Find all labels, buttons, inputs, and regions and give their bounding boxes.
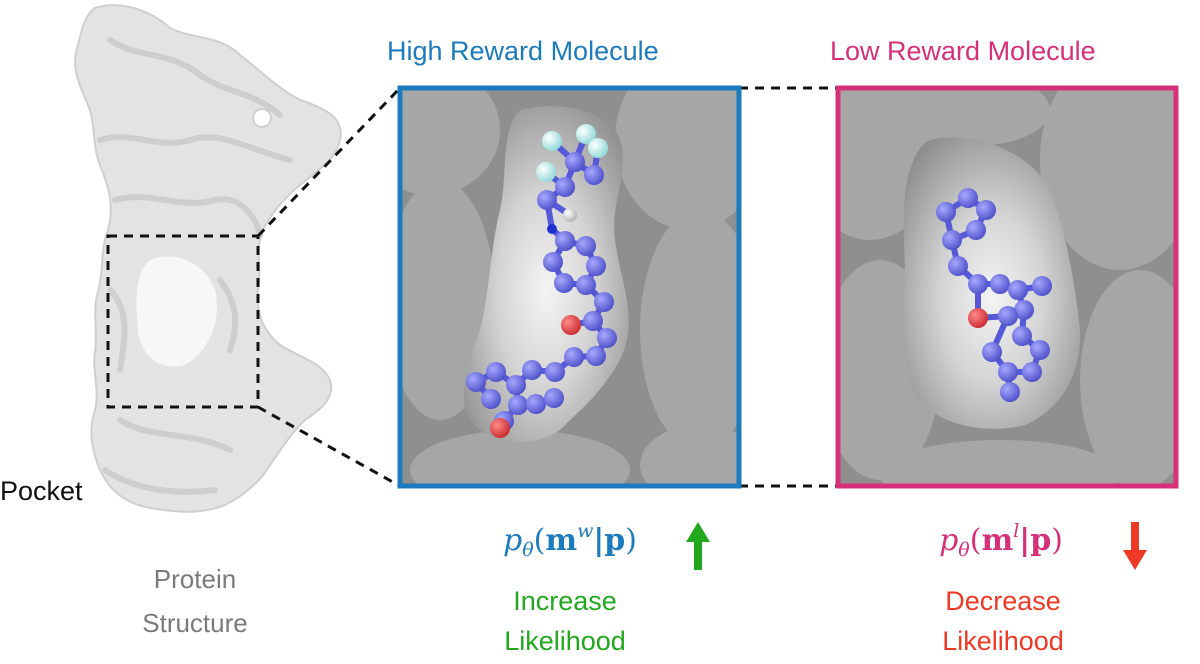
high-ligand-atom bbox=[545, 362, 565, 382]
high-ligand-atom bbox=[563, 208, 577, 222]
low-reward-panel bbox=[835, 85, 1179, 489]
low-ligand-atom bbox=[976, 200, 996, 220]
low-ligand-atom bbox=[942, 230, 962, 250]
high-ligand-atom bbox=[576, 275, 596, 295]
zoom-connectors bbox=[256, 86, 838, 488]
high-reward-ligand bbox=[466, 124, 617, 438]
high-ligand-atom bbox=[597, 328, 617, 348]
high-ligand-atom bbox=[536, 162, 556, 182]
high-ligand-atom bbox=[554, 273, 574, 293]
low-panel-frame bbox=[835, 85, 1179, 489]
high-ligand-atom bbox=[565, 152, 585, 172]
low-ligand-atom bbox=[1000, 382, 1020, 402]
low-ligand-atom bbox=[968, 308, 988, 328]
low-reward-ligand bbox=[936, 188, 1052, 402]
protein-surface bbox=[74, 4, 342, 513]
high-ligand-atom bbox=[576, 124, 596, 144]
high-ligand-atom bbox=[588, 138, 608, 158]
high-ligand-atom bbox=[542, 131, 562, 151]
low-ligand-atom bbox=[966, 220, 986, 240]
formula-condition: |p bbox=[1019, 523, 1052, 558]
low-ligand-atom bbox=[1022, 362, 1042, 382]
high-ligand-atom bbox=[544, 388, 564, 408]
decrease-likelihood-label-line2: Likelihood bbox=[942, 626, 1064, 656]
formula-molecule: m bbox=[981, 523, 1014, 558]
formula-molecule: m bbox=[545, 523, 578, 558]
high-reward-title: High Reward Molecule bbox=[387, 36, 659, 66]
low-ligand-atom bbox=[936, 202, 956, 222]
high-ligand-atom bbox=[584, 165, 604, 185]
increase-arrow bbox=[686, 522, 710, 570]
formula-close-paren: ) bbox=[625, 523, 637, 558]
high-ligand-atom bbox=[555, 231, 575, 251]
protein-pocket-cavity bbox=[136, 256, 217, 367]
formula-subscript: θ bbox=[522, 539, 534, 561]
formula-condition: |p bbox=[593, 523, 626, 558]
high-panel-frame bbox=[397, 85, 742, 489]
decrease-likelihood-label-line1: Decrease bbox=[945, 586, 1061, 616]
high-ligand-atom bbox=[586, 256, 606, 276]
high-ligand-atom bbox=[543, 252, 563, 272]
low-ligand-atom bbox=[1012, 326, 1032, 346]
low-likelihood-formula: pθ(ml|p) bbox=[836, 522, 1166, 560]
low-reward-title: Low Reward Molecule bbox=[830, 36, 1096, 66]
high-reward-panel bbox=[397, 85, 742, 489]
high-ligand-atom bbox=[576, 236, 596, 256]
high-ligand-atom bbox=[466, 372, 486, 392]
low-ligand-atom bbox=[948, 256, 968, 276]
increase-likelihood-label-line1: Increase bbox=[513, 586, 617, 616]
formula-superscript: l bbox=[1013, 520, 1020, 542]
formula-symbol: p bbox=[939, 523, 959, 558]
high-ligand-atom bbox=[481, 389, 501, 409]
high-ligand-atom bbox=[586, 346, 606, 366]
low-ligand-atom bbox=[1014, 300, 1034, 320]
formula-subscript: θ bbox=[958, 539, 970, 561]
pocket-label: Pocket bbox=[0, 476, 83, 506]
high-ligand-atom bbox=[522, 360, 542, 380]
formula-open-paren: ( bbox=[969, 523, 982, 558]
high-ligand-atom bbox=[547, 224, 557, 234]
high-ligand-atom bbox=[490, 418, 510, 438]
high-ligand-atom bbox=[486, 362, 506, 382]
low-ligand-atom bbox=[990, 274, 1010, 294]
high-ligand-atom bbox=[526, 394, 546, 414]
high-ligand-atom bbox=[583, 311, 603, 331]
high-ligand-atom bbox=[555, 177, 575, 197]
decrease-arrow bbox=[1123, 522, 1147, 570]
low-ligand-atom bbox=[1030, 340, 1050, 360]
low-ligand-atom bbox=[1008, 280, 1028, 300]
low-ligand-atom bbox=[998, 362, 1018, 382]
protein-structure bbox=[74, 4, 342, 513]
increase-likelihood-label-line2: Likelihood bbox=[504, 626, 626, 656]
formula-symbol: p bbox=[502, 523, 523, 558]
high-ligand-atom bbox=[506, 375, 526, 395]
high-ligand-atom bbox=[537, 190, 557, 210]
protein-structure-label-line2: Structure bbox=[142, 608, 248, 638]
low-ligand-atom bbox=[998, 306, 1018, 326]
protein-structure-label-line1: Protein bbox=[153, 564, 237, 594]
high-ligand-atom bbox=[508, 395, 528, 415]
high-ligand-atom bbox=[594, 292, 614, 312]
formula-close-paren: ) bbox=[1051, 523, 1063, 558]
high-ligand-atom bbox=[561, 315, 581, 335]
high-ligand-atom bbox=[564, 347, 584, 367]
formula-superscript: w bbox=[577, 520, 594, 542]
formula-open-paren: ( bbox=[533, 523, 546, 558]
low-ligand-atom bbox=[1032, 276, 1052, 296]
low-ligand-atom bbox=[968, 274, 988, 294]
low-ligand-atom bbox=[958, 188, 978, 208]
low-ligand-atom bbox=[982, 342, 1002, 362]
high-likelihood-formula: pθ(mw|p) bbox=[405, 522, 735, 560]
